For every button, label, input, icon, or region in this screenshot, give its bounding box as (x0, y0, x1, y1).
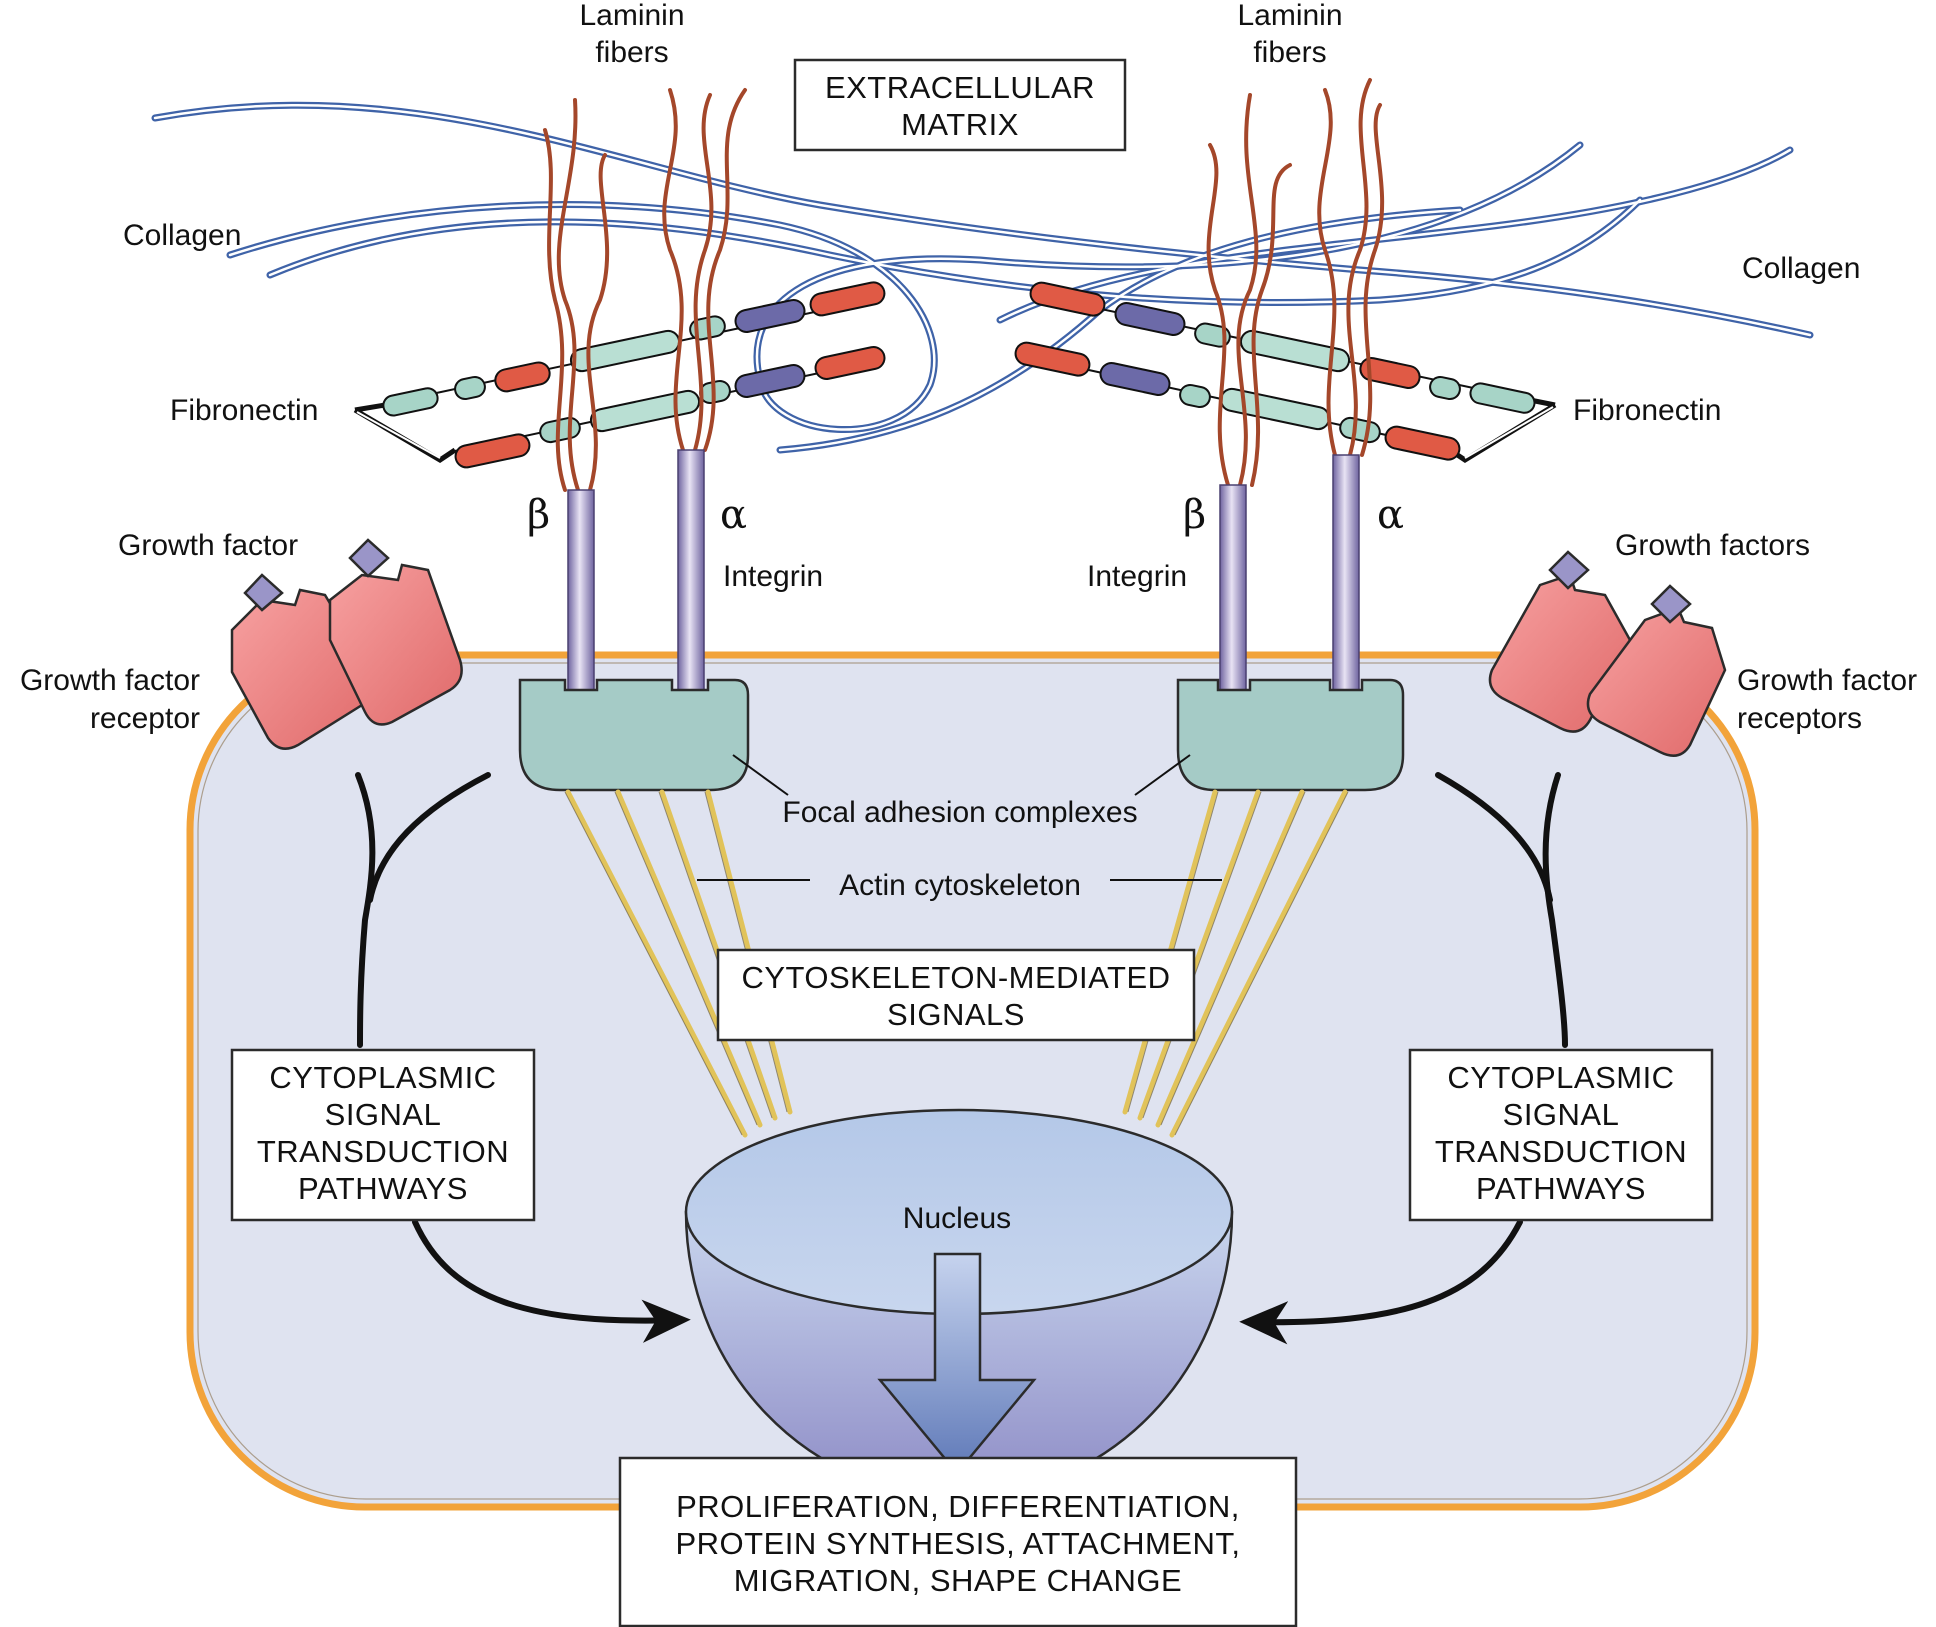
cytoplasmic-right-label-1: CYTOPLASMIC (1447, 1060, 1674, 1095)
focal-adhesion-label: Focal adhesion complexes (782, 796, 1137, 829)
integrin-alpha-right (1332, 454, 1360, 691)
cytoskeleton-signals-box (716, 948, 1196, 1042)
cell (186, 651, 1759, 1511)
cytoplasmic-right-label-4: PATHWAYS (1476, 1171, 1646, 1206)
growth-factors-right-label: Growth factors (1615, 529, 1810, 562)
cytoplasmic-right-box (1408, 1048, 1714, 1222)
beta-right-label: β (1183, 492, 1206, 538)
outcomes-label-1: PROLIFERATION, DIFFERENTIATION, (676, 1489, 1240, 1524)
nucleus-output-arrow (877, 1252, 1037, 1475)
text-labels: Laminin fibers Laminin fibers EXTRACELLU… (20, 0, 1917, 1598)
cytoplasmic-left-label-1: CYTOPLASMIC (269, 1060, 496, 1095)
integrin-left (567, 449, 705, 691)
gf-receptors-right-label-2: receptors (1737, 702, 1862, 735)
leader-lines (697, 754, 1222, 881)
signal-arrow-right-lower (1239, 1219, 1523, 1345)
fibronectin-right-label: Fibronectin (1573, 394, 1721, 427)
fibronectin-right (1014, 281, 1557, 463)
focal-adhesion-right (1176, 678, 1405, 792)
growth-factor-left-2 (348, 538, 390, 578)
integrin-beta-left (567, 489, 595, 691)
laminin-left-label-1: Laminin (579, 0, 684, 32)
ecm-label-1: EXTRACELLULAR (825, 70, 1095, 105)
cytoskeleton-signals-label-2: SIGNALS (887, 997, 1025, 1032)
signal-arrows (355, 772, 1568, 1345)
signal-arrow-left-upper (355, 772, 376, 1048)
laminin-fibers-right (1206, 78, 1385, 487)
outcomes-label-3: MIGRATION, SHAPE CHANGE (734, 1563, 1182, 1598)
beta-left-label: β (527, 492, 550, 538)
growth-factor-left-label: Growth factor (118, 529, 298, 562)
growth-factor-receptor-right (1488, 550, 1727, 757)
laminin-left-label-2: fibers (595, 36, 668, 69)
alpha-left-label: α (720, 492, 747, 538)
ecm-box (793, 58, 1127, 152)
ecm-label-2: MATRIX (901, 107, 1019, 142)
fibronectin-left-label: Fibronectin (170, 394, 318, 427)
nucleus-label: Nucleus (903, 1202, 1011, 1235)
signal-arrow-left-lower (412, 1219, 691, 1343)
integrin-left-label: Integrin (723, 560, 823, 593)
gf-receptors-right-label-1: Growth factor (1737, 664, 1917, 697)
growth-factor-receptor-left (230, 538, 463, 750)
collagen-right-label: Collagen (1742, 252, 1860, 285)
cytoplasmic-left-label-3: TRANSDUCTION (257, 1134, 509, 1169)
alpha-right-label: α (1377, 492, 1404, 538)
collagen-left-label: Collagen (123, 219, 241, 252)
cytoplasmic-left-box (230, 1048, 536, 1222)
growth-factor-right-1 (1548, 550, 1590, 590)
cytoplasmic-right-label-3: TRANSDUCTION (1435, 1134, 1687, 1169)
fibronectin-left (353, 281, 886, 469)
integrin-alpha-left (677, 449, 705, 691)
gf-receptor-left-label-1: Growth factor (20, 664, 200, 697)
integrin-beta-right (1219, 484, 1247, 691)
outcomes-box (618, 1456, 1298, 1627)
growth-factor-right-2 (1650, 584, 1692, 624)
signal-arrow-right-upper (1542, 772, 1568, 1048)
nucleus (684, 1108, 1234, 1499)
laminin-right-label-1: Laminin (1237, 0, 1342, 32)
outcomes-label-2: PROTEIN SYNTHESIS, ATTACHMENT, (675, 1526, 1240, 1561)
gf-receptor-left-label-2: receptor (90, 702, 200, 735)
laminin-fibers-left (543, 88, 747, 492)
integrin-right (1219, 454, 1360, 691)
actin-label: Actin cytoskeleton (839, 869, 1081, 902)
cytoplasmic-right-label-2: SIGNAL (1503, 1097, 1620, 1132)
growth-factor-left-1 (243, 573, 284, 612)
integrin-right-label: Integrin (1087, 560, 1187, 593)
cytoskeleton-signals-label-1: CYTOSKELETON-MEDIATED (741, 960, 1170, 995)
cytoplasmic-left-label-2: SIGNAL (325, 1097, 442, 1132)
cytoplasmic-left-label-4: PATHWAYS (298, 1171, 468, 1206)
laminin-right-label-2: fibers (1253, 36, 1326, 69)
focal-adhesion-left (518, 678, 750, 792)
